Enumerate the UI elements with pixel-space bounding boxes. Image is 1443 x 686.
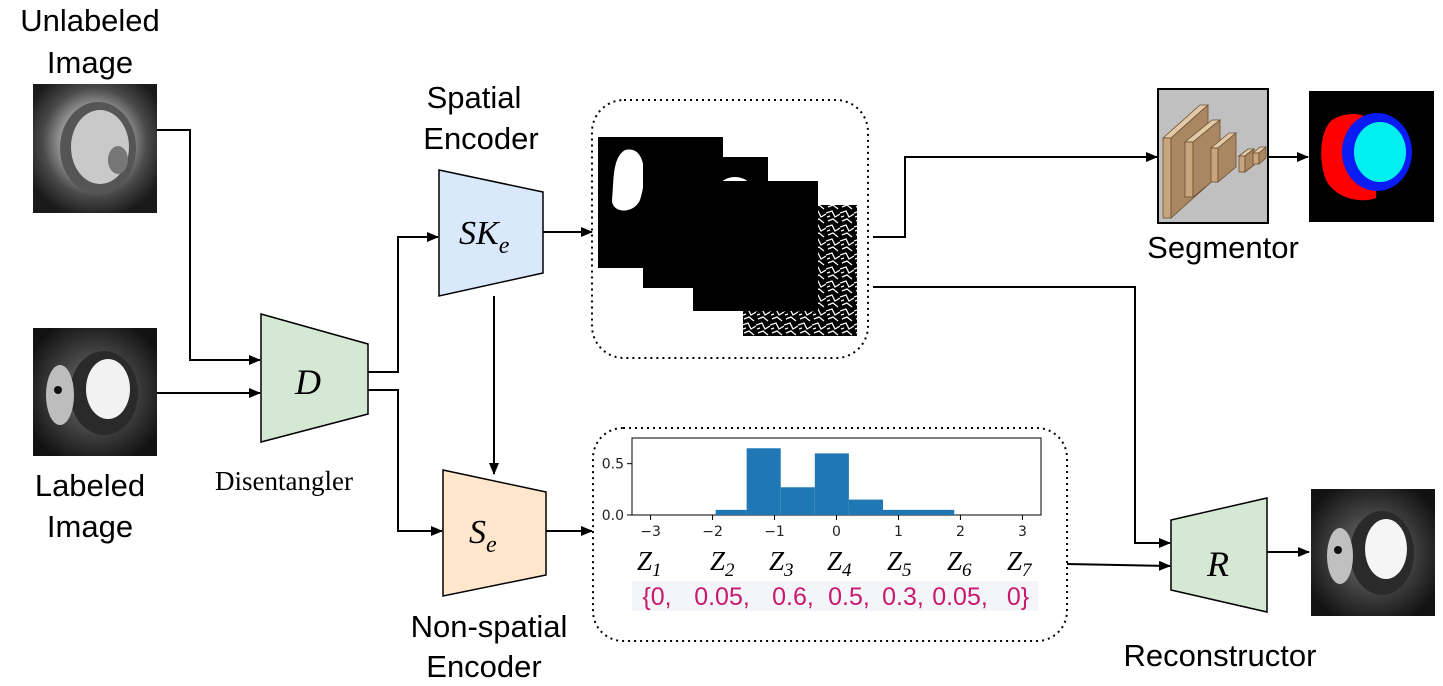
nonspatial-encoder-block: Se Non-spatial Encoder — [411, 469, 568, 684]
unlabeled-image-label-line1: Unlabeled — [20, 3, 160, 38]
disentangler-symbol: D — [294, 362, 321, 402]
latent-value-4: 0.5, — [828, 583, 870, 611]
histogram-ytick-label: 0.5 — [602, 457, 624, 473]
latent-values-highlight — [632, 581, 1038, 611]
spatial-encoder-label-line1: Spatial — [427, 80, 522, 115]
disentangler-label: Disentangler — [215, 466, 353, 496]
spatial-factors-dotted-box — [591, 99, 869, 359]
histogram-xtick-label: −3 — [640, 524, 661, 540]
reconstructed-mri-image — [1311, 489, 1435, 616]
histogram-bar-6 — [882, 509, 955, 515]
labeled-image-label-line2: Image — [47, 509, 133, 544]
nonspatial-encoder-label-line1: Non-spatial — [411, 609, 568, 644]
spatial-encoder-block: Spatial Encoder SKe — [423, 80, 544, 297]
disentangler-trapezoid — [260, 313, 369, 443]
latent-name-z5: Z5 — [887, 546, 912, 581]
latent-value-1: {0, — [642, 583, 671, 611]
histogram-xtick-label: 0 — [832, 524, 841, 540]
histogram-bar-5 — [848, 499, 883, 515]
reconstructor-trapezoid — [1170, 497, 1268, 613]
nonspatial-factors-group: −3 −2 −1 0 1 2 3 0.0 0.5 Z1 Z2 Z3 Z4 Z5 Z6 Z7 {0, 0.05… — [592, 427, 1068, 642]
labeled-image-group: Labeled Image — [33, 328, 157, 544]
latent-value-5: 0.3, — [882, 583, 924, 611]
reconstructor-block: R Reconstructor — [1124, 497, 1317, 673]
histogram-bar-4 — [814, 453, 849, 515]
latent-name-z1: Z1 — [637, 546, 662, 581]
latent-histogram: −3 −2 −1 0 1 2 3 0.0 0.5 — [602, 437, 1042, 540]
latent-value-6: 0.05, — [932, 583, 988, 611]
factors-to-segmentor-arrow — [873, 152, 1158, 238]
segmentor-label: Segmentor — [1147, 230, 1299, 265]
latent-name-z4: Z4 — [827, 546, 852, 581]
histogram-xtick-label: 1 — [894, 524, 903, 540]
nonspatial-encoder-label-line2: Encoder — [426, 649, 541, 684]
labeled-mri-image — [33, 328, 157, 456]
latent-name-z6: Z6 — [947, 546, 972, 581]
histogram-bar-2 — [746, 448, 781, 515]
spatial-encoder-label-line2: Encoder — [423, 121, 538, 156]
reconstructor-symbol: R — [1206, 544, 1229, 584]
disentangler-output-arrows — [368, 232, 443, 536]
spatial-factors-group — [591, 99, 869, 359]
unlabeled-image-group: Unlabeled Image — [20, 3, 160, 213]
unlabeled-image-label-line2: Image — [47, 45, 133, 80]
disentangler-block: D Disentangler — [215, 313, 369, 496]
spatial-encoder-trapezoid — [438, 169, 544, 297]
spatial-factor-map-4 — [743, 205, 857, 336]
histogram-xtick-label: −2 — [702, 524, 723, 540]
labeled-image-label-line1: Labeled — [35, 468, 145, 503]
factors-to-reconstructor-arrow — [873, 286, 1171, 548]
histogram-xtick-label: 2 — [956, 524, 965, 540]
segmentor-block: Segmentor — [1147, 88, 1299, 265]
histogram-bar-1 — [715, 509, 747, 515]
nonspatial-encoder-symbol: Se — [469, 514, 497, 558]
latent-name-z3: Z3 — [769, 546, 794, 581]
latent-value-3: 0.6, — [772, 583, 814, 611]
latents-to-reconstructor-arrow — [1066, 560, 1171, 571]
histogram-ytick-label: 0.0 — [602, 508, 624, 524]
histogram-xtick-label: 3 — [1018, 524, 1027, 540]
reconstructor-label: Reconstructor — [1124, 638, 1317, 673]
latent-name-z7: Z7 — [1007, 546, 1033, 581]
latent-value-7: 0} — [1007, 583, 1029, 611]
nonspatial-encoder-trapezoid — [442, 469, 547, 597]
segmentation-mask-output — [1309, 91, 1434, 222]
histogram-xtick-label: −1 — [764, 524, 785, 540]
input-arrows — [157, 129, 261, 398]
unlabeled-mri-image — [33, 84, 157, 213]
latent-name-z2: Z2 — [710, 546, 735, 581]
histogram-bar-3 — [780, 487, 815, 515]
segmentor-network-icon — [1161, 104, 1268, 219]
latent-value-2: 0.05, — [694, 583, 750, 611]
spatial-encoder-symbol: SKe — [459, 215, 510, 259]
